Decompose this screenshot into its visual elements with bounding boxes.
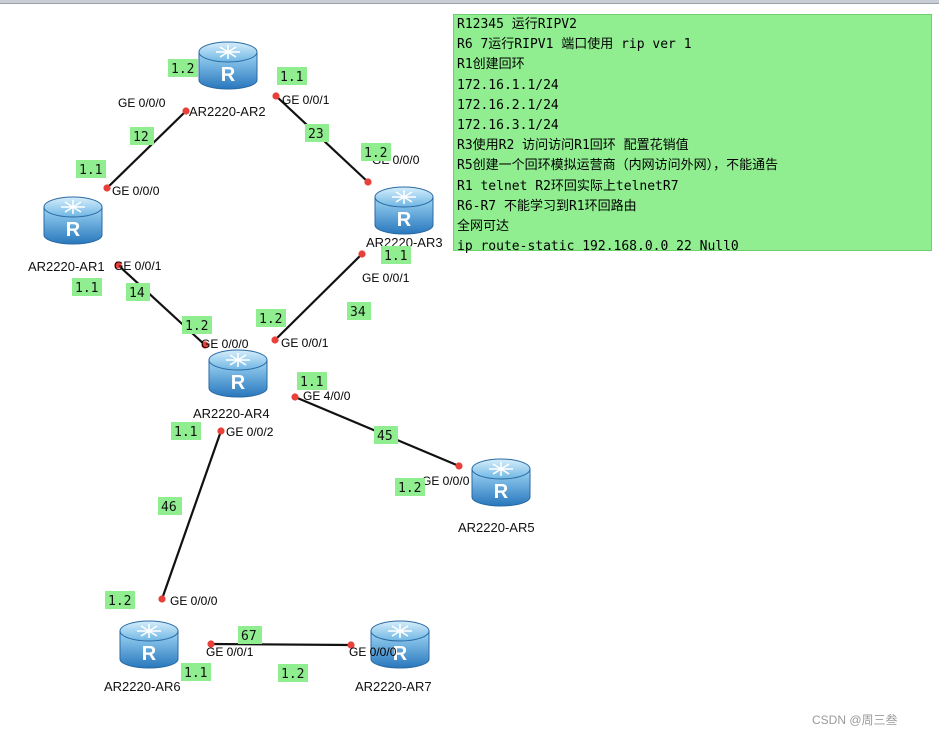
- note-line: R12345 运行RIPV2: [457, 17, 577, 32]
- port-dot[interactable]: [272, 92, 280, 100]
- router-ar7-label: AR2220-AR7: [355, 679, 432, 694]
- config-notes-box: R12345 运行RIPV2 R6 7运行RIPV1 端口使用 rip ver …: [453, 14, 932, 254]
- port-label-ar2-g001: GE 0/0/1: [282, 93, 330, 107]
- note-line: R6 7运行RIPV1 端口使用 rip ver 1: [457, 37, 692, 53]
- window-top-border: [0, 0, 939, 4]
- port-label-ar2-g000: GE 0/0/0: [118, 96, 166, 110]
- router-ar3[interactable]: R: [374, 186, 434, 235]
- link-ar1-ar2[interactable]: [106, 110, 187, 189]
- router-ar4-icon-letter: R: [231, 372, 246, 394]
- port-dot[interactable]: [271, 336, 279, 344]
- router-ar2-icon-letter: R: [221, 64, 236, 86]
- addr-tag-ar6-top: 1.2: [108, 594, 131, 609]
- router-ar7[interactable]: R: [370, 620, 430, 669]
- port-label-ar7-g000: GE 0/0/0: [349, 645, 397, 659]
- port-dots: [103, 92, 463, 649]
- port-label-ar1-g001: GE 0/0/1: [114, 259, 162, 273]
- router-ar6-label: AR2220-AR6: [104, 679, 181, 694]
- port-label-ar4-g000: GE 0/0/0: [201, 337, 249, 351]
- port-dot[interactable]: [207, 640, 215, 648]
- addr-tag-ar4-bottom: 1.1: [174, 425, 197, 440]
- addr-tag-ar2-left: 1.2: [171, 62, 194, 77]
- router-ar1-icon-letter: R: [66, 219, 81, 241]
- port-dot[interactable]: [347, 641, 355, 649]
- router-ar7-icon-letter: R: [393, 643, 408, 665]
- router-ar6-icon-letter: R: [142, 643, 157, 665]
- note-line: 全网可达: [457, 219, 510, 235]
- addr-tag-ar1-top: 1.1: [79, 163, 102, 178]
- link-ar3-ar4[interactable]: [274, 253, 363, 341]
- link-ar6-ar7[interactable]: [210, 642, 352, 647]
- note-line: R6-R7 不能学习到R1环回路由: [457, 198, 637, 214]
- router-ar6[interactable]: R: [119, 620, 179, 669]
- router-ar3-icon-letter: R: [397, 209, 412, 231]
- addr-tag-ar4-top: 1.2: [259, 312, 282, 327]
- port-label-ar3-g001: GE 0/0/1: [362, 271, 410, 285]
- links: [106, 95, 460, 647]
- port-label-ar1-g000: GE 0/0/0: [112, 184, 160, 198]
- note-line: R3使用R2 访问访问R1回环 配置花销值: [457, 138, 689, 154]
- addr-tag-ar3-bottom: 1.1: [384, 249, 407, 264]
- port-label-ar4-g002: GE 0/0/2: [226, 425, 274, 439]
- note-line: 172.16.3.1/24: [457, 118, 559, 134]
- addr-tag-ar6-right: 1.1: [184, 666, 207, 681]
- note-line: R1 telnet R2环回实际上telnetR7: [457, 178, 679, 194]
- address-tags: 1.2 1.1 12 23 1.2 1.1 1.1 1.1 14 34 1.2 …: [72, 59, 425, 682]
- link-tag-12: 12: [133, 130, 149, 145]
- addr-tag-ar2-right: 1.1: [280, 70, 303, 85]
- addr-tag-ar4-right: 1.1: [300, 375, 323, 390]
- router-ar5[interactable]: R: [471, 458, 531, 507]
- note-line: 172.16.2.1/24: [457, 97, 559, 113]
- port-label-ar4-g400: GE 4/0/0: [303, 389, 351, 403]
- port-dot[interactable]: [201, 341, 209, 349]
- router-ar1-label: AR2220-AR1: [28, 259, 105, 274]
- port-dot[interactable]: [217, 427, 225, 435]
- router-ar4[interactable]: R: [208, 349, 268, 398]
- port-dot[interactable]: [182, 107, 190, 115]
- port-label-ar6-g001: GE 0/0/1: [206, 645, 254, 659]
- addr-tag-ar1-bottom: 1.1: [75, 281, 98, 296]
- router-ar2[interactable]: R: [198, 41, 258, 90]
- link-tag-14: 14: [129, 286, 145, 301]
- watermark: CSDN @周三叁: [812, 713, 898, 727]
- router-ar5-label: AR2220-AR5: [458, 520, 535, 535]
- router-ar2-label: AR2220-AR2: [189, 104, 266, 119]
- addr-tag-ar7: 1.2: [281, 667, 304, 682]
- port-dot[interactable]: [158, 595, 166, 603]
- note-line: ip route-static 192.168.0.0 22 Null0: [457, 239, 739, 255]
- router-ar1[interactable]: R: [43, 196, 103, 245]
- port-label-ar5-g000: GE 0/0/0: [422, 474, 470, 488]
- port-dot[interactable]: [358, 250, 366, 258]
- link-ar4-ar6[interactable]: [160, 430, 223, 600]
- link-tag-67: 67: [241, 629, 257, 644]
- note-line: R5创建一个回环模拟运营商（内网访问外网），不能通告: [457, 158, 779, 174]
- link-tag-45: 45: [377, 429, 393, 444]
- link-tag-34: 34: [350, 305, 366, 320]
- link-tag-46: 46: [161, 500, 177, 515]
- port-dot[interactable]: [455, 462, 463, 470]
- router-ar5-icon-letter: R: [494, 481, 509, 503]
- port-label-ar6-g000: GE 0/0/0: [170, 594, 218, 608]
- router-ar4-label: AR2220-AR4: [193, 406, 270, 421]
- port-label-ar4-g001: GE 0/0/1: [281, 336, 329, 350]
- addr-tag-ar3-top: 1.2: [364, 146, 387, 161]
- note-line: R1创建回环: [457, 57, 525, 73]
- port-dot[interactable]: [291, 393, 299, 401]
- addr-tag-ar4-left: 1.2: [185, 319, 208, 334]
- port-dot[interactable]: [114, 261, 122, 269]
- link-tag-23: 23: [308, 127, 324, 142]
- addr-tag-ar5: 1.2: [398, 481, 421, 496]
- note-line: 172.16.1.1/24: [457, 77, 559, 93]
- port-dot[interactable]: [103, 184, 111, 192]
- port-dot[interactable]: [364, 178, 372, 186]
